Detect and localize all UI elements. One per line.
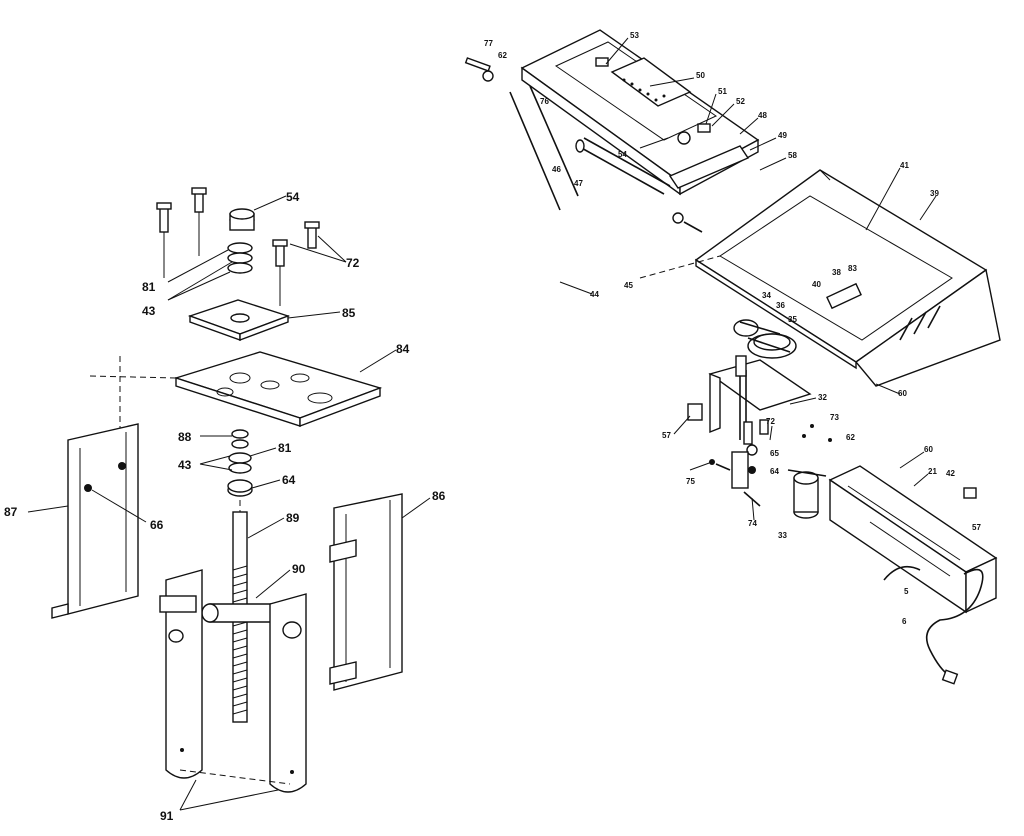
capacitor-33 [787, 469, 827, 519]
callout: 85 [342, 306, 356, 320]
callout: 44 [590, 290, 599, 299]
callout: 81 [278, 441, 292, 455]
callout: 72 [346, 256, 360, 270]
callout: 47 [574, 179, 583, 188]
crossbar-46 [575, 137, 671, 195]
motor-bracket-32 [708, 355, 812, 440]
bracket-87 [51, 423, 139, 619]
callout: 62 [498, 51, 507, 60]
callout: 32 [818, 393, 827, 402]
callout: 74 [748, 519, 757, 528]
callout: 58 [788, 151, 797, 160]
callout: 38 [832, 268, 841, 277]
callout: 42 [946, 469, 955, 478]
callout: 65 [770, 449, 779, 458]
callout: 57 [972, 523, 981, 532]
callout: 87 [4, 505, 18, 519]
legs-91 [159, 569, 307, 793]
lift-assembly [51, 187, 403, 793]
fasteners-cluster [709, 419, 832, 507]
leader-lines [27, 37, 937, 811]
callout: 88 [178, 430, 192, 444]
motor-hood-39 [639, 169, 1001, 387]
callout: 57 [662, 431, 671, 440]
callout: 5 [904, 587, 909, 596]
callout: 91 [160, 809, 174, 823]
display-buttons [622, 78, 666, 102]
callout: 35 [788, 315, 797, 324]
callout: 40 [812, 280, 821, 289]
callout: 86 [432, 489, 446, 503]
bushing-washers-top [227, 208, 255, 274]
callout: 41 [900, 161, 909, 170]
callout: 48 [758, 111, 767, 120]
clip-57 [687, 403, 703, 421]
callout: 39 [930, 189, 939, 198]
callout: 60 [898, 389, 907, 398]
power-cord [883, 565, 984, 685]
callout: 51 [718, 87, 727, 96]
callout: 84 [396, 342, 410, 356]
callout: 46 [552, 165, 561, 174]
callout: 50 [696, 71, 705, 80]
callout: 52 [736, 97, 745, 106]
callout: 21 [928, 467, 937, 476]
callout: 60 [924, 445, 933, 454]
control-board-21 [828, 465, 998, 614]
callout: 54 [286, 190, 300, 204]
callout: 64 [282, 473, 296, 487]
callout: 89 [286, 511, 300, 525]
callout: 66 [150, 518, 164, 532]
callouts-right: 77 62 53 50 51 52 48 49 58 76 54 46 47 4… [484, 31, 981, 626]
callout: 53 [630, 31, 639, 40]
callout: 73 [830, 413, 839, 422]
callout: 54 [618, 150, 627, 159]
top-screws [156, 187, 320, 306]
callout: 64 [770, 467, 779, 476]
callout: 81 [142, 280, 156, 294]
callout: 43 [142, 304, 156, 318]
callout: 77 [484, 39, 493, 48]
callout: 33 [778, 531, 787, 540]
washers-below-plate [227, 429, 253, 497]
bracket-86 [329, 493, 403, 691]
callout: 76 [540, 97, 549, 106]
callout: 90 [292, 562, 306, 576]
callout: 75 [686, 477, 695, 486]
base-plate-84 [173, 351, 383, 428]
console-assembly [464, 29, 1001, 685]
callout: 83 [848, 264, 857, 273]
pulley-belt [733, 319, 797, 359]
callout: 6 [902, 617, 907, 626]
callout: 34 [762, 291, 771, 300]
callout: 43 [178, 458, 192, 472]
callouts-left: 54 72 81 43 85 84 88 43 81 64 87 66 89 9… [4, 190, 446, 823]
callout: 36 [776, 301, 785, 310]
callout: 72 [766, 417, 775, 426]
callout: 49 [778, 131, 787, 140]
callout: 62 [846, 433, 855, 442]
callout: 45 [624, 281, 633, 290]
